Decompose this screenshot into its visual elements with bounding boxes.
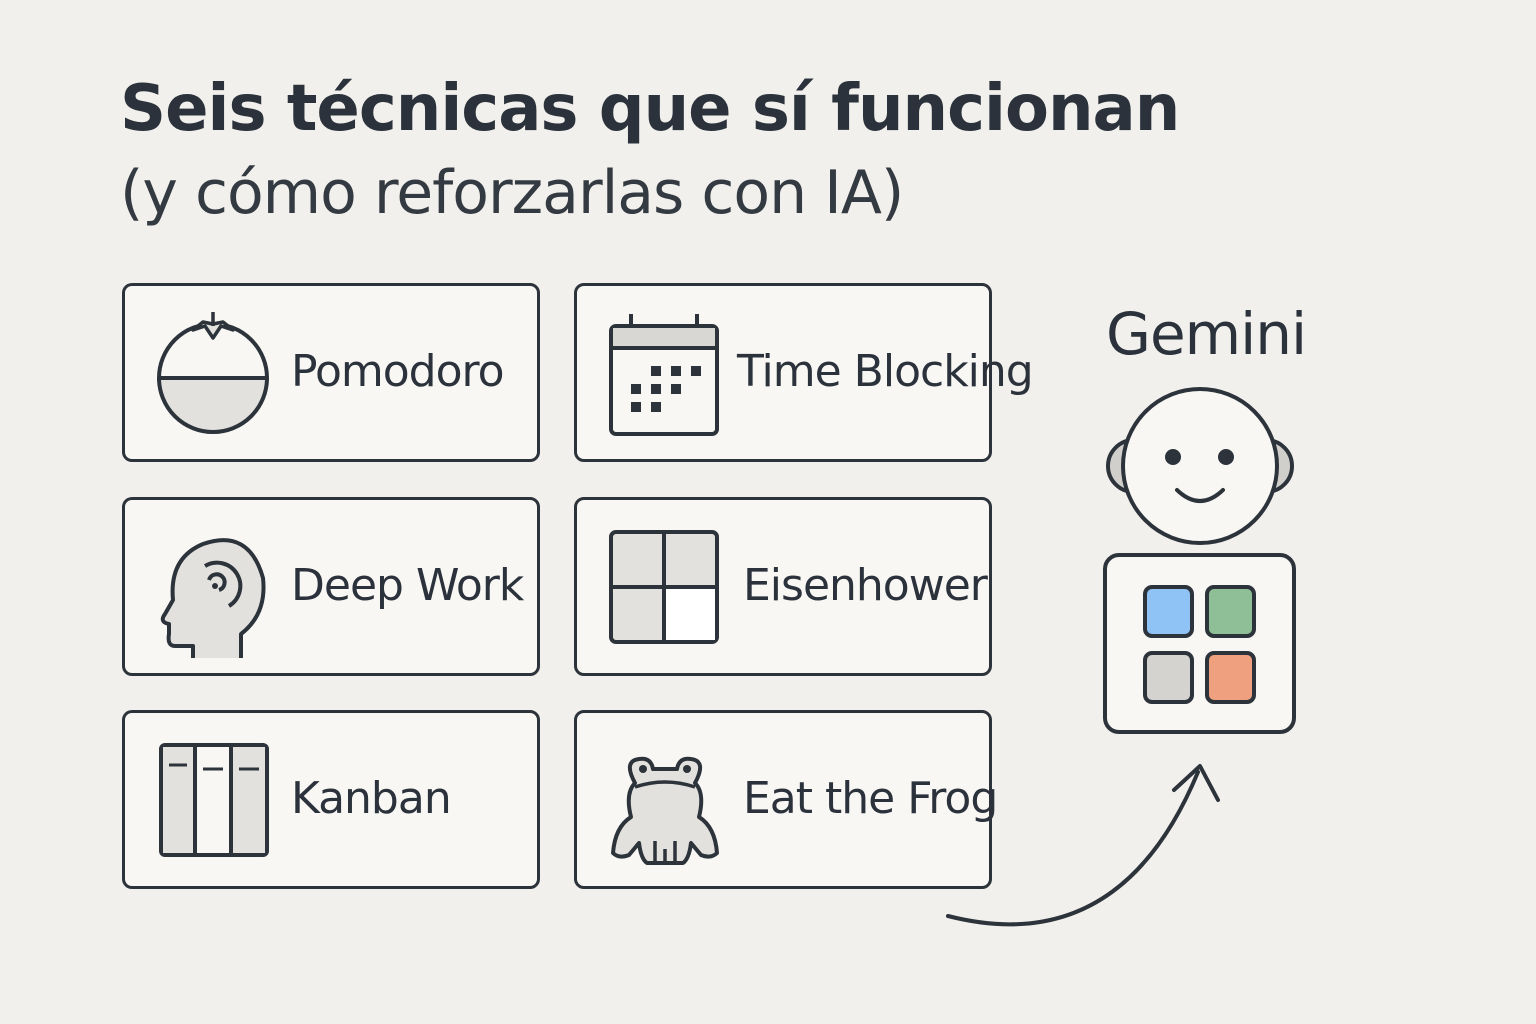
- technique-card-time-blocking: Time Blocking: [574, 283, 1034, 462]
- technique-label: Eisenhower: [743, 560, 988, 611]
- assistant-label: Gemini: [1106, 300, 1307, 368]
- technique-card-eat-the-frog: Eat the Frog: [574, 710, 998, 889]
- technique-label: Deep Work: [291, 560, 524, 611]
- calendar-icon: [609, 314, 719, 436]
- robot-head-icon: [1106, 387, 1294, 545]
- tile-orange: [1205, 651, 1256, 704]
- curved-arrow-icon: [946, 764, 1220, 927]
- kanban-board-icon: [159, 743, 269, 857]
- technique-card-eisenhower: Eisenhower: [574, 497, 992, 676]
- page-subtitle: (y cómo reforzarlas con IA): [120, 158, 904, 228]
- matrix-grid-icon: [609, 530, 719, 644]
- technique-label: Time Blocking: [737, 346, 1034, 397]
- page-title: Seis técnicas que sí funcionan: [120, 72, 1180, 146]
- technique-card-pomodoro: Pomodoro: [122, 283, 540, 462]
- head-focus-icon: [160, 538, 266, 658]
- technique-label: Eat the Frog: [743, 773, 998, 824]
- app-grid-icon: [1103, 553, 1296, 734]
- tile-blue: [1143, 585, 1194, 638]
- frog-icon: [611, 756, 719, 865]
- tile-gray: [1143, 651, 1194, 704]
- tile-green: [1205, 585, 1256, 638]
- technique-label: Pomodoro: [291, 346, 505, 397]
- technique-card-deep-work: Deep Work: [122, 497, 540, 676]
- technique-card-kanban: Kanban: [122, 710, 540, 889]
- technique-label: Kanban: [291, 773, 452, 824]
- tomato-icon: [157, 312, 269, 434]
